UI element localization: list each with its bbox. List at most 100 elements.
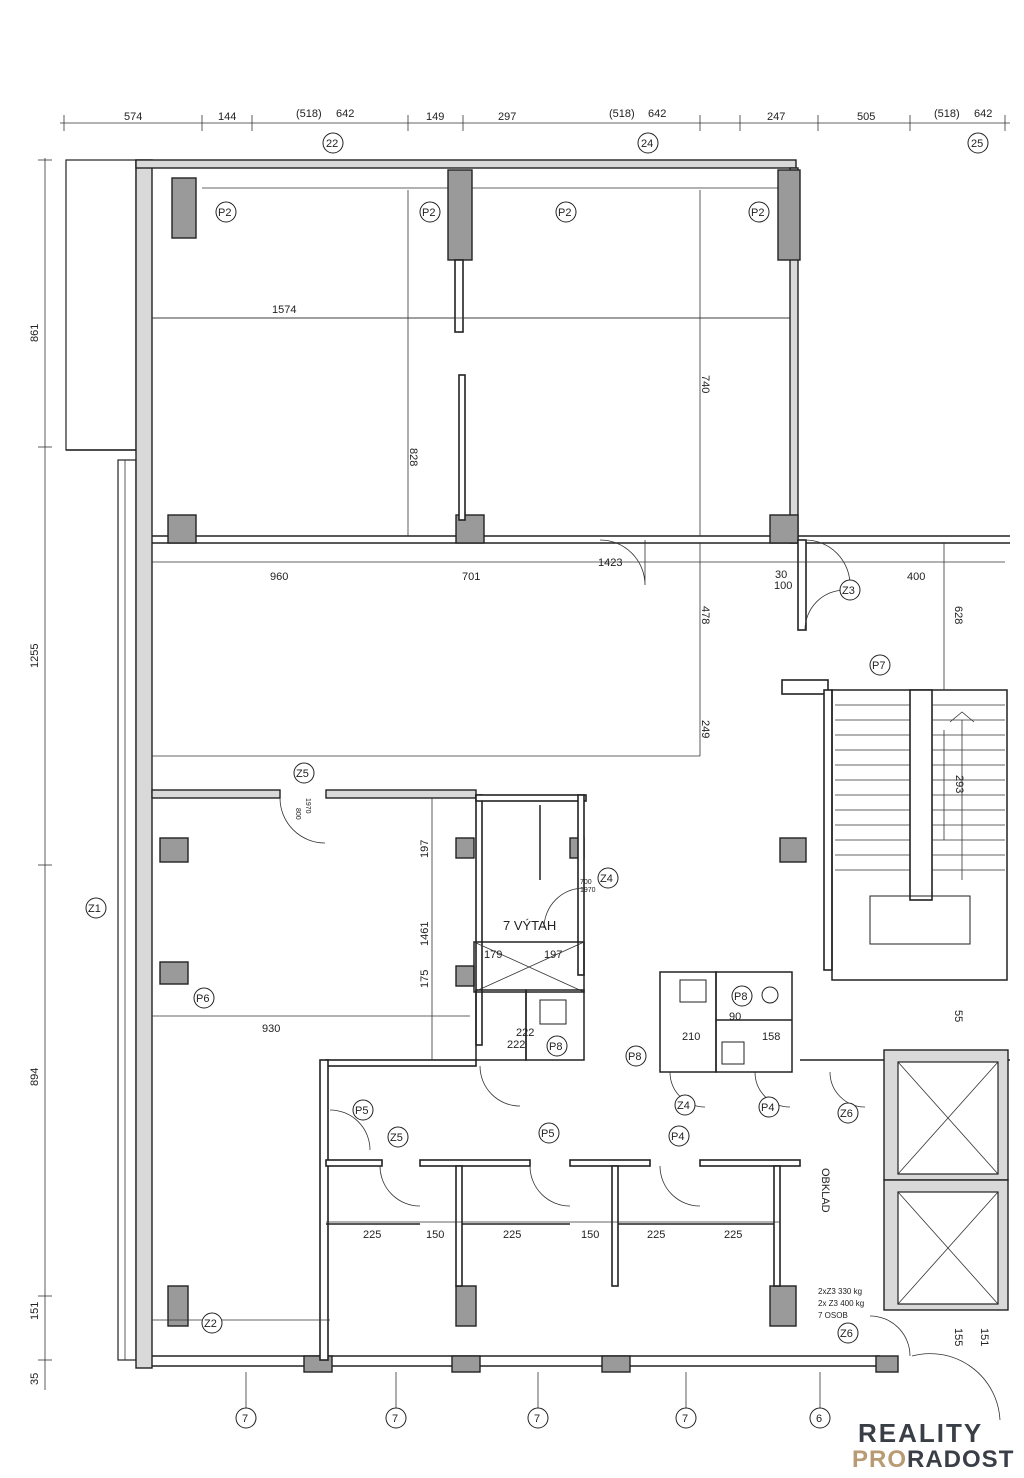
dim-701: 701 <box>462 571 480 583</box>
dim-151: 151 <box>978 1328 990 1346</box>
dim-222b: 222 <box>507 1039 525 1051</box>
brand-logo-pro: PRO <box>852 1446 908 1473</box>
tag-p2-1: P2 <box>218 207 231 219</box>
tag-p7: P7 <box>872 660 885 672</box>
dim-828: 828 <box>407 448 419 466</box>
dim-30: 30 <box>775 569 787 581</box>
tag-z4-2: Z4 <box>677 1100 690 1112</box>
tag-p8-1: P8 <box>734 991 747 1003</box>
tag-p8-3: P8 <box>628 1051 641 1063</box>
top-dim-7: (518) <box>609 108 635 120</box>
tag-z4-1: Z4 <box>600 873 613 885</box>
top-dim-8: 642 <box>648 108 666 120</box>
top-dim-4: 642 <box>336 108 354 120</box>
dim-179: 179 <box>484 949 502 961</box>
dim-197b: 197 <box>544 949 562 961</box>
top-axis-markers: 22 24 25 <box>322 132 989 154</box>
axis-bottom-3: 7 <box>534 1413 540 1425</box>
dim-150-a: 150 <box>426 1229 444 1241</box>
dim-293: 293 <box>953 775 965 793</box>
top-dim-2: 144 <box>218 111 236 123</box>
axis-bottom-4: 7 <box>682 1413 688 1425</box>
dim-197: 197 <box>419 840 431 858</box>
tag-p4-2: P4 <box>671 1131 684 1143</box>
door-size-z4-a: 700 <box>580 879 592 886</box>
brand-logo-line1: REALITY <box>858 1418 984 1448</box>
dim-249: 249 <box>699 720 711 738</box>
dim-90: 90 <box>729 1011 741 1023</box>
top-dim-9: 247 <box>767 111 785 123</box>
left-dim-151: 151 <box>29 1302 41 1320</box>
dim-930: 930 <box>262 1023 280 1035</box>
partitions <box>151 259 1010 1361</box>
axis-bottom-5: 6 <box>816 1413 822 1425</box>
dim-158: 158 <box>762 1031 780 1043</box>
lift-shafts <box>883 1049 1009 1421</box>
obklad-label: OBKLAD <box>819 1168 831 1213</box>
door-size-z4-b: 1970 <box>580 887 596 894</box>
outer-walls <box>135 159 1010 1369</box>
lift-spec-2: 2x Z3 400 kg <box>818 1299 864 1308</box>
top-dim-5: 149 <box>426 111 444 123</box>
dim-225-b: 225 <box>503 1229 521 1241</box>
top-dim-1: 574 <box>124 111 142 123</box>
tag-z5-1: Z5 <box>296 768 309 780</box>
top-dim-6: 297 <box>498 111 516 123</box>
dim-628: 628 <box>952 606 964 624</box>
dim-1461: 1461 <box>419 922 431 946</box>
tag-z3: Z3 <box>842 585 855 597</box>
tag-p2-4: P2 <box>751 207 764 219</box>
left-dim-35: 35 <box>29 1373 41 1385</box>
dim-210: 210 <box>682 1031 700 1043</box>
top-dim-10: 505 <box>857 111 875 123</box>
room-labels: 7 VÝTAH OBKLAD 2xZ3 330 kg 2x Z3 400 kg … <box>503 918 864 1320</box>
dim-960: 960 <box>270 571 288 583</box>
axis-25-label: 25 <box>971 138 983 150</box>
tags: P2 P2 P2 P2 Z3 P7 Z5 Z4 Z1 P6 P8 P8 P8 P… <box>85 201 891 1344</box>
interior-dimension-lines <box>152 190 1005 1321</box>
elevator-label: 7 VÝTAH <box>503 918 556 933</box>
tag-p8-2: P8 <box>549 1041 562 1053</box>
dim-1423: 1423 <box>598 557 622 569</box>
dim-55: 55 <box>952 1010 964 1022</box>
dim-222a: 222 <box>516 1027 534 1039</box>
dim-225-d: 225 <box>724 1229 742 1241</box>
tag-p6-1: P6 <box>196 993 209 1005</box>
brand-logo-line2: PRORADOST <box>852 1446 1014 1474</box>
columns <box>159 169 899 1373</box>
tag-z1: Z1 <box>88 903 101 915</box>
left-dim-894: 894 <box>29 1068 41 1086</box>
stairwell <box>831 689 1008 981</box>
top-dim-3: (518) <box>296 108 322 120</box>
top-dim-11: (518) <box>934 108 960 120</box>
dim-225-c: 225 <box>647 1229 665 1241</box>
left-dimension-chain: 861 1255 894 151 35 <box>29 158 52 1390</box>
lift-spec-3: 7 OSOB <box>818 1311 848 1320</box>
interior-dimension-texts: 1574 740 828 960 701 1423 30 100 400 628… <box>262 304 990 1346</box>
tag-z5-2: Z5 <box>390 1132 403 1144</box>
left-dim-861: 861 <box>29 324 41 342</box>
dim-100: 100 <box>774 580 792 592</box>
top-dim-12: 642 <box>974 108 992 120</box>
dim-400: 400 <box>907 571 925 583</box>
door-swings <box>279 539 911 1357</box>
tag-p4-1: P4 <box>761 1102 774 1114</box>
tag-p2-2: P2 <box>422 207 435 219</box>
tag-p5-1: P5 <box>355 1105 368 1117</box>
left-dim-1255: 1255 <box>29 644 41 668</box>
left-terrace <box>65 159 137 1361</box>
axis-24-label: 24 <box>641 138 653 150</box>
bottom-axis-markers: 7 7 7 7 6 <box>235 1372 831 1429</box>
door-size-z5-a: 800 <box>294 808 301 820</box>
tag-z2: Z2 <box>204 1318 217 1330</box>
dim-1574: 1574 <box>272 304 296 316</box>
dim-175: 175 <box>419 970 431 988</box>
door-size-labels: 800 1970 700 1970 <box>294 798 596 894</box>
dim-150-b: 150 <box>581 1229 599 1241</box>
tag-z6-1: Z6 <box>840 1108 853 1120</box>
dim-225-a: 225 <box>363 1229 381 1241</box>
brand-logo-radost: RADOST <box>907 1446 1015 1473</box>
door-size-z5-b: 1970 <box>304 798 311 814</box>
dim-155: 155 <box>952 1328 964 1346</box>
